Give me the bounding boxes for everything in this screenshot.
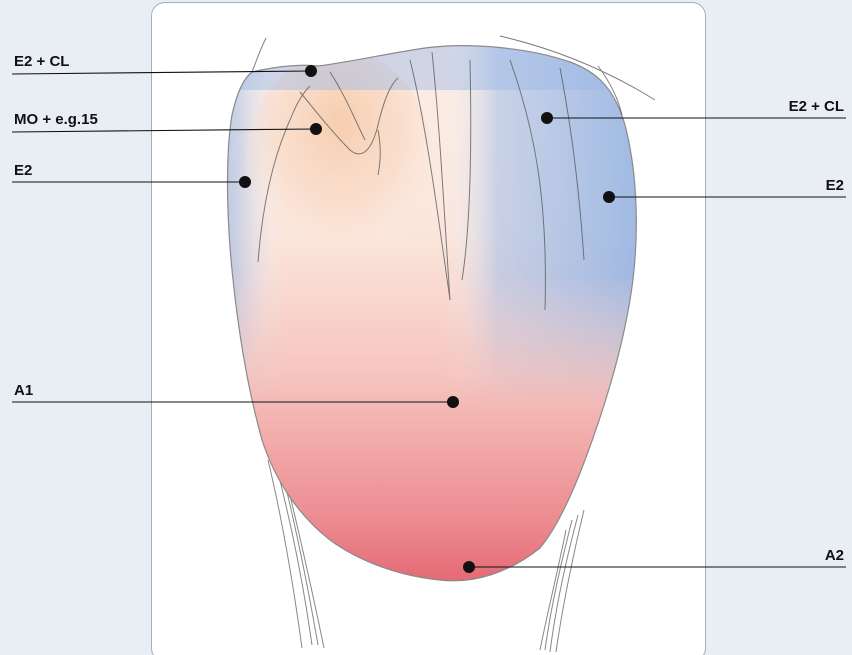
marker-e2-right [603, 191, 615, 203]
label-e2-cl-right: E2 + CL [789, 98, 844, 116]
label-e2-right: E2 [826, 177, 844, 195]
marker-a1 [447, 396, 459, 408]
label-mo-eg15: MO + e.g.15 [14, 111, 98, 129]
label-e2-cl-left: E2 + CL [14, 53, 69, 71]
label-a2: A2 [825, 547, 844, 565]
label-e2-left: E2 [14, 162, 32, 180]
marker-e2-left [239, 176, 251, 188]
tooth-crown [200, 30, 680, 610]
marker-e2-cl-left [305, 65, 317, 77]
marker-a2 [463, 561, 475, 573]
marker-mo-eg15 [310, 123, 322, 135]
marker-e2-cl-right [541, 112, 553, 124]
label-a1: A1 [14, 382, 33, 400]
